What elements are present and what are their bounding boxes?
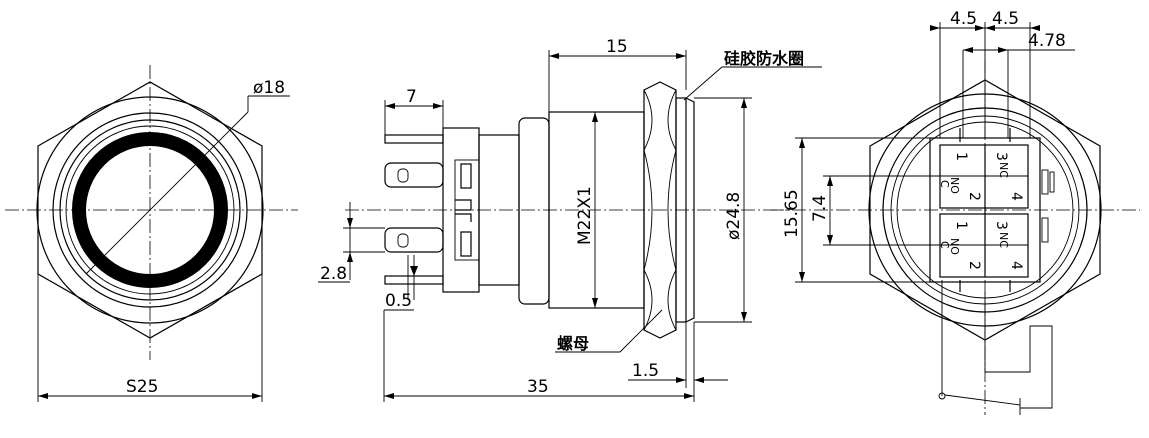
terminal-block-lower: 1 3 NO C NC 2 4	[938, 221, 1024, 270]
dim-2-8: 2.8	[320, 264, 347, 284]
front-diameter-label: ø18	[253, 78, 285, 98]
dim-15-65: 15.65	[782, 189, 802, 238]
dim-7-4: 7.4	[810, 195, 830, 222]
dim-4-5-a: 4.5	[950, 9, 977, 29]
term-num: 3	[993, 221, 1009, 230]
dim-4-78: 4.78	[1028, 31, 1066, 51]
outer-diameter-label: ø24.8	[724, 192, 744, 240]
dim-7: 7	[406, 87, 417, 107]
no-label: NO	[948, 177, 961, 194]
side-view: 15 7 M22X1 ø24.8 2.8 0.5	[318, 37, 822, 402]
led-ring	[72, 132, 228, 288]
thread-label: M22X1	[575, 186, 595, 245]
term-num: 4	[1008, 192, 1024, 201]
nut-label: 螺母	[557, 334, 589, 353]
seal-label: 硅胶防水圈	[724, 49, 804, 68]
dim-35: 35	[527, 377, 549, 397]
front-hex-label: S25	[126, 377, 158, 397]
c-label: C	[938, 180, 951, 188]
dim-15: 15	[606, 37, 628, 57]
rear-view: 1 3 NO C NC 2 4 1 3 NO C NC 2 4 4.5 4.5	[770, 9, 1140, 415]
dim-0-5: 0.5	[385, 291, 412, 311]
term-num: 2	[966, 261, 982, 270]
term-num: 1	[953, 152, 969, 161]
term-num: 2	[966, 192, 982, 201]
nc-label: NC	[997, 232, 1010, 248]
no-label: NO	[948, 238, 961, 255]
terminal-block-upper: 1 3 NO C NC 2 4	[938, 152, 1024, 201]
nc-label: NC	[997, 162, 1010, 178]
term-num: 1	[953, 221, 969, 230]
front-view: ø18 S25	[5, 65, 298, 402]
c-label: C	[938, 241, 951, 249]
dim-4-5-b: 4.5	[992, 9, 1019, 29]
term-num: 4	[1008, 261, 1024, 270]
term-num: 3	[993, 152, 1009, 161]
dim-1-5: 1.5	[632, 361, 659, 381]
